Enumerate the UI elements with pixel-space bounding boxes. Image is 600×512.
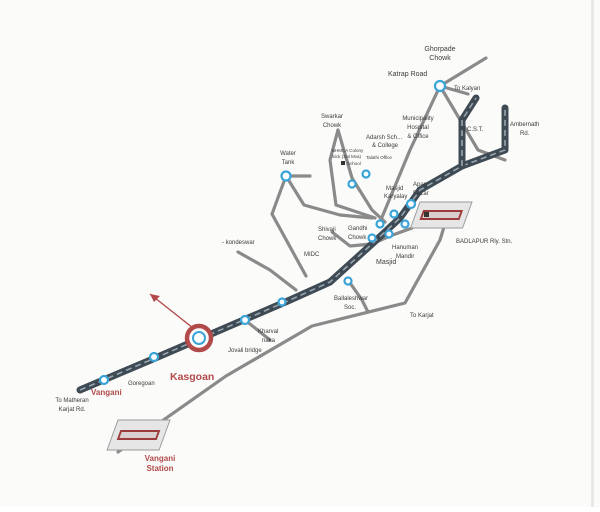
label-to-matheran-line1: To Matheran [55,398,88,404]
pin-ballaleshwar[interactable] [343,276,353,286]
pin-swarkar-1[interactable] [347,179,357,189]
pin-shivaji-chowk[interactable] [367,233,377,243]
label-apan-bazar-line1: Apan [413,182,427,188]
label-swarkar-line2: Chowk [323,123,342,129]
pin-vangani[interactable] [98,374,110,386]
label-ballaleshwar-line1: Ballaleshwar [334,296,368,302]
road-ballaleshwar [346,278,370,314]
label-vangani-station-line2: Station [146,464,173,473]
label-ballaleshwar-line2: Soc. [344,305,356,311]
location-pins [98,79,447,386]
label-shivaji-line2: Chowk [318,236,337,242]
label-apan-bazar-line2: Bazar [413,191,429,197]
label-municipality-line1: Municipality [402,116,433,122]
label-goregoan: Goregoan [128,381,155,387]
map-labels: Ghorpade Chowk Katrap Road To Kalyan Swa… [55,46,539,473]
label-adarsh-line2: & College [372,143,399,149]
label-talathi-office: Talathi Office [366,155,392,160]
label-hanuman-line1: Hanuman [392,245,418,251]
label-municipality-line2: Hospital [407,125,429,131]
label-to-kalyan: To Kalyan [454,86,480,92]
pin-goregoan[interactable] [148,351,160,363]
label-ambernath-line2: Rd. [520,131,530,137]
pin-apan-bazar[interactable] [405,198,417,210]
badlapur-station-icon [409,201,473,229]
road-swarkar [336,128,387,224]
label-badlapur-station: BADLAPUR Rly. Stn. [456,239,513,245]
road-water-tank-east [284,174,374,220]
label-bmca-line2: Sick (Sal Mva) [332,154,362,159]
label-katrap-road: Katrap Road [388,71,427,78]
label-school: School [347,161,361,166]
label-kharval-line1: Kharval [258,329,278,335]
label-jovali-bridge: Jovali bridge [228,348,262,354]
label-vangani: Vangani [91,388,122,397]
railway-spur-inner [461,97,477,166]
road-kondeswar [236,250,298,292]
railway-line [76,94,509,394]
label-masjid-karyalay-line1: Masjid [386,186,403,192]
label-to-matheran-line2: Karjat Rd. [59,407,86,413]
label-ghorpade-line2: Chowk [429,55,451,62]
road-adarsh [328,128,377,220]
label-masjid: Masjid [376,259,396,266]
label-bmca-line1: BHMCA Colony [332,148,364,153]
label-kasgoan: Kasgoan [170,371,214,383]
label-ambernath-line1: Ambernath [510,122,539,128]
page-edge [591,0,594,507]
kasgoan-marker[interactable] [184,323,214,353]
railway-main-inner [79,108,506,391]
label-kondeswar: - kondeswar [222,240,255,246]
label-municipality-line3: & Office [407,134,429,140]
pin-gandhi-1[interactable] [375,219,385,229]
label-kharval-line2: naka [262,338,276,344]
label-masjid-karyalay-line2: Karyalay [384,194,407,200]
road-karjat [116,212,450,454]
road-katrap [378,56,488,224]
label-water-tank-line1: Water [280,151,296,157]
label-adarsh-line1: Adarsh Sch... [366,135,402,141]
road-shivaji [330,230,374,248]
road-kharval [243,318,272,342]
label-hanuman-line2: Mandir [396,254,414,260]
label-gandhi-line2: Chowk [348,235,367,241]
pin-hanuman[interactable] [384,229,394,239]
label-midc: MIDC [304,252,320,258]
pin-gandhi-2[interactable] [400,219,410,229]
label-vangani-station-line1: Vangani [145,454,176,463]
label-shivaji-line1: Shivaji [318,227,336,233]
pin-kharval-naka[interactable] [239,314,251,326]
label-to-cst: To C.S.T. [459,127,484,133]
school-marker [341,161,345,165]
pin-swarkar-2[interactable] [361,169,371,179]
road-water-tank-south [270,174,308,278]
pin-jovali-bridge[interactable] [277,297,287,307]
pin-water-tank[interactable] [280,170,292,182]
label-swarkar-line1: Swarkar [321,114,343,120]
badlapur-station-marker [424,212,429,217]
vangani-station-icon [106,419,171,451]
label-water-tank-line2: Tank [282,160,296,166]
north-arrow-icon [149,293,194,329]
pin-masjid-karyalay[interactable] [389,209,399,219]
label-ghorpade-line1: Ghorpade [424,46,455,53]
label-gandhi-line1: Gandhi [348,226,367,232]
pin-ghorpade-chowk[interactable] [433,79,447,93]
label-to-karjat: To Karjat [410,313,434,319]
